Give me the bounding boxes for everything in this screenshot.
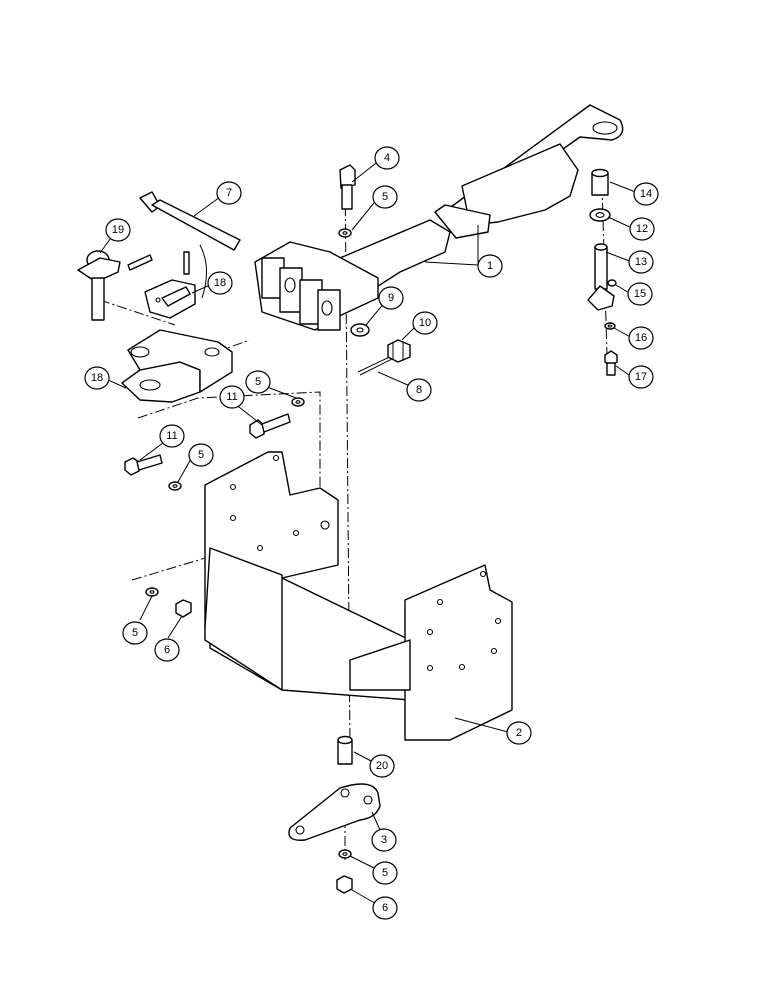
ring-pin [77, 250, 121, 321]
callout-c16: 16 [628, 326, 654, 350]
pin-13 [587, 243, 615, 311]
callout-label: 6 [382, 902, 388, 914]
callout-circle [154, 638, 180, 662]
callout-label: 19 [112, 224, 124, 236]
callout-label: 9 [388, 292, 394, 304]
callout-label: 17 [635, 371, 647, 383]
callout-label: 4 [384, 152, 390, 164]
hitch-clevis [121, 244, 233, 403]
callout-label: 3 [381, 834, 387, 846]
callout-circle [188, 443, 214, 467]
callout-label: 5 [198, 449, 204, 461]
callout-label: 18 [91, 372, 103, 384]
washer-12 [589, 208, 611, 222]
plate [288, 783, 381, 841]
nuts [175, 599, 353, 894]
callout-label: 1 [487, 260, 493, 272]
callout-label: 14 [640, 188, 652, 200]
bolts-11 [124, 413, 291, 476]
callout-circle [628, 365, 654, 389]
callout-circle [219, 385, 245, 409]
washers [145, 228, 352, 859]
callout-label: 5 [255, 376, 261, 388]
callout-label: 11 [166, 430, 177, 442]
draw-bar-assembly [254, 104, 624, 331]
support-frame [204, 451, 513, 741]
callout-label: 12 [636, 223, 648, 235]
callout-label: 2 [516, 727, 522, 739]
callout-circle [216, 181, 242, 205]
callout-circle [506, 721, 532, 745]
callout-label: 16 [635, 332, 647, 344]
callout-c5c: 5 [188, 443, 214, 467]
callout-c4: 4 [374, 146, 400, 170]
callout-c15: 15 [627, 282, 653, 306]
callout-circle [628, 250, 654, 274]
callout-c18b: 18 [84, 366, 110, 390]
callout-c5a: 5 [372, 185, 398, 209]
callout-circle [412, 311, 438, 335]
bolt-4 [339, 164, 356, 210]
callout-c11a: 11 [219, 385, 245, 409]
callout-c6b: 6 [372, 896, 398, 920]
callout-label: 13 [635, 256, 647, 268]
callout-circle [122, 621, 148, 645]
callout-circle [207, 271, 233, 295]
washer-9 [350, 323, 370, 337]
callout-c14: 14 [633, 182, 659, 206]
callout-c10: 10 [412, 311, 438, 335]
callout-circle [378, 286, 404, 310]
callout-circle [369, 754, 395, 778]
callout-circle [629, 217, 655, 241]
callout-label: 8 [416, 384, 422, 396]
callout-c9: 9 [378, 286, 404, 310]
callout-circle [372, 896, 398, 920]
callout-c13: 13 [628, 250, 654, 274]
callout-c5d: 5 [122, 621, 148, 645]
callout-circle [159, 424, 185, 448]
callout-label: 10 [419, 317, 431, 329]
callout-c19: 19 [105, 218, 131, 242]
callout-label: 20 [376, 760, 388, 772]
callout-circle [374, 146, 400, 170]
bushing-14 [591, 168, 609, 196]
callout-c1: 1 [477, 254, 503, 278]
callout-label: 6 [164, 644, 170, 656]
callout-circle [477, 254, 503, 278]
callout-circle [372, 861, 398, 885]
callout-c5b: 5 [245, 370, 271, 394]
callout-c11b: 11 [159, 424, 185, 448]
callout-c12: 12 [629, 217, 655, 241]
callout-c6a: 6 [154, 638, 180, 662]
callout-circle [84, 366, 110, 390]
callout-circle [372, 185, 398, 209]
long-pin [139, 191, 241, 251]
castle-nut [387, 339, 411, 363]
callout-label: 18 [214, 277, 226, 289]
callout-label: 7 [226, 187, 232, 199]
callout-c8: 8 [406, 378, 432, 402]
callout-c18a: 18 [207, 271, 233, 295]
callout-label: 5 [382, 191, 388, 203]
callout-c17: 17 [628, 365, 654, 389]
spacer-20 [337, 735, 353, 765]
callout-c20: 20 [369, 754, 395, 778]
callout-circle [105, 218, 131, 242]
callout-label: 5 [132, 627, 138, 639]
callout-c3: 3 [371, 828, 397, 852]
callout-label: 5 [382, 867, 388, 879]
callout-c7: 7 [216, 181, 242, 205]
callout-c2: 2 [506, 721, 532, 745]
small-hardware [604, 279, 618, 376]
callout-circle [245, 370, 271, 394]
callout-circle [627, 282, 653, 306]
callout-circle [371, 828, 397, 852]
callout-circle [628, 326, 654, 350]
callout-label: 15 [634, 288, 646, 300]
callout-c5e: 5 [372, 861, 398, 885]
callout-label: 11 [226, 391, 237, 403]
callout-circle [406, 378, 432, 402]
callout-circle [633, 182, 659, 206]
